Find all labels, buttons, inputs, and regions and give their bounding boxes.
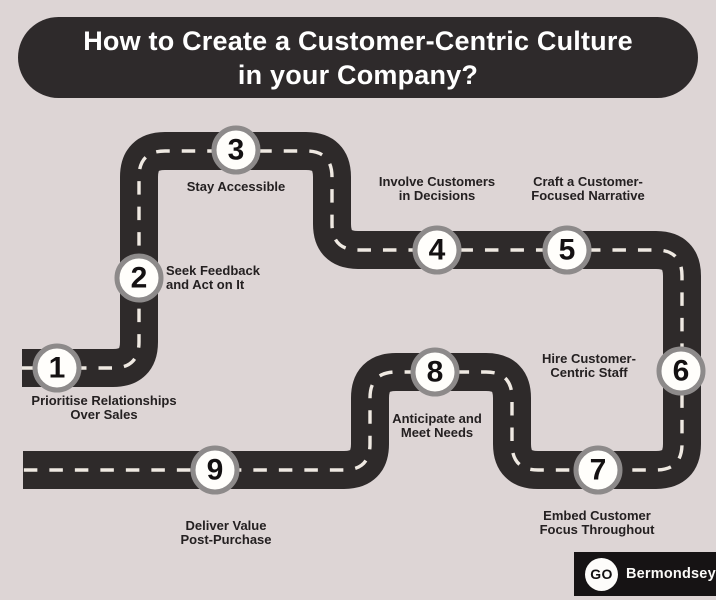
step-2-number: 2 (130, 261, 148, 294)
step-9-label: Deliver Value Post-Purchase (180, 518, 272, 547)
step-3-marker: 3 (211, 125, 261, 175)
title-banner: How to Create a Customer-Centric Culture… (18, 17, 698, 98)
step-3-label: Stay Accessible (186, 179, 286, 194)
step-2-marker: 2 (114, 253, 164, 303)
step-2-label: Seek Feedback and Act on It (166, 263, 260, 292)
step-8-label: Anticipate and Meet Needs (392, 411, 482, 440)
step-4-label: Involve Customers in Decisions (378, 174, 496, 203)
brand-logo: GO Bermondsey (574, 552, 716, 596)
page-title: How to Create a Customer-Centric Culture… (83, 25, 633, 90)
go-badge-icon: GO (585, 557, 618, 591)
step-3-number: 3 (227, 133, 245, 166)
step-5-marker: 5 (542, 225, 592, 275)
step-5-number: 5 (558, 233, 576, 266)
step-4-marker: 4 (412, 225, 462, 275)
step-1-label: Prioritise Relationships Over Sales (31, 393, 177, 422)
step-7-marker: 7 (573, 445, 623, 495)
step-9-marker: 9 (190, 445, 240, 495)
go-badge-text: GO (590, 566, 613, 582)
step-9-number: 9 (206, 453, 224, 486)
step-1-number: 1 (48, 351, 66, 384)
step-6-marker: 6 (656, 346, 706, 396)
step-7-label: Embed Customer Focus Throughout (539, 508, 655, 537)
step-8-marker: 8 (410, 347, 460, 397)
step-1-marker: 1 (32, 343, 82, 393)
step-6-number: 6 (672, 354, 690, 387)
step-7-number: 7 (589, 453, 607, 486)
step-8-number: 8 (426, 355, 444, 388)
step-5-label: Craft a Customer- Focused Narrative (531, 174, 645, 203)
step-4-number: 4 (428, 233, 446, 266)
road-center-dashes (22, 149, 684, 472)
brand-name: Bermondsey (626, 566, 716, 582)
step-6-label: Hire Customer- Centric Staff (542, 351, 636, 380)
